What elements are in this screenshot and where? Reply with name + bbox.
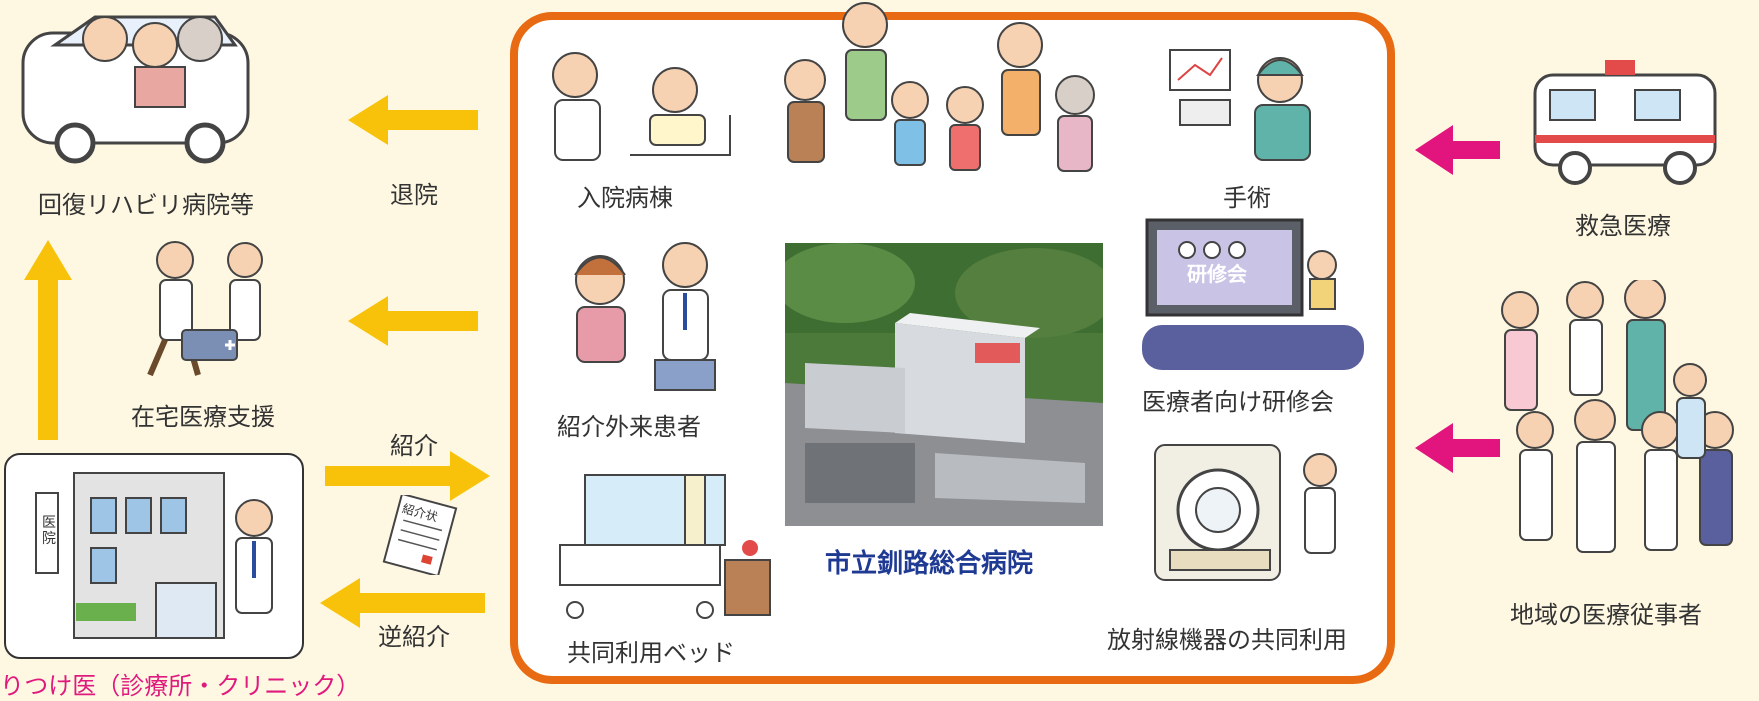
ct-scanner-icon [1154,444,1337,581]
ward-doctor-patient-icon [552,52,731,161]
emergency-arrow-icon [1415,125,1500,175]
van-with-elderly-icon [21,15,250,164]
clinic-sign-text: 医院 [42,515,56,547]
hospital-name: 市立釧路総合病院 [825,549,1034,579]
rehab-hospital-label: 回復リハビリ病院等 [38,191,254,219]
home-visit-doctors-icon [147,241,263,377]
surgery-label: 手術 [1223,184,1271,212]
home-care-label: 在宅医療支援 [131,403,275,431]
radiology-label: 放射線機器の共同利用 [1107,626,1347,654]
family-doctor-caption: りつけ医（診療所・クリニック） [0,672,361,700]
up-arrow-icon [24,240,72,440]
referral-arrow-icon [325,451,490,501]
outpatient-label: 紹介外来患者 [557,413,701,441]
referral-label: 紹介 [390,432,438,460]
outpatient-consultation-icon [574,242,716,391]
reverse-referral-label: 逆紹介 [378,623,450,651]
clinic-panel: 医院 [4,453,304,659]
surgery-icon [1169,49,1311,161]
reverse-referral-arrow-icon [320,578,485,628]
seminar-label: 医療者向け研修会 [1142,388,1334,416]
hospital-bed-icon [559,474,771,619]
hospital-aerial-photo [785,243,1103,526]
medical-staff-group-icon [1501,280,1734,553]
seminar-screen-icon [1142,218,1364,370]
discharge-arrow-icon [348,95,478,145]
regional-staff-arrow-icon [1415,423,1500,473]
home-care-arrow-icon [348,296,478,346]
discharge-label: 退院 [390,181,438,209]
family-group-icon [784,2,1095,172]
referral-letter-icon [382,495,458,575]
shared-bed-label: 共同利用ベッド [567,639,735,667]
regional-staff-label: 地域の医療従事者 [1510,601,1702,629]
ambulance-icon [1533,60,1717,185]
clinic-building-icon [35,472,273,639]
emergency-label: 救急医療 [1575,212,1671,240]
seminar-screen-text: 研修会 [1187,262,1247,286]
ward-label: 入院病棟 [577,184,673,212]
